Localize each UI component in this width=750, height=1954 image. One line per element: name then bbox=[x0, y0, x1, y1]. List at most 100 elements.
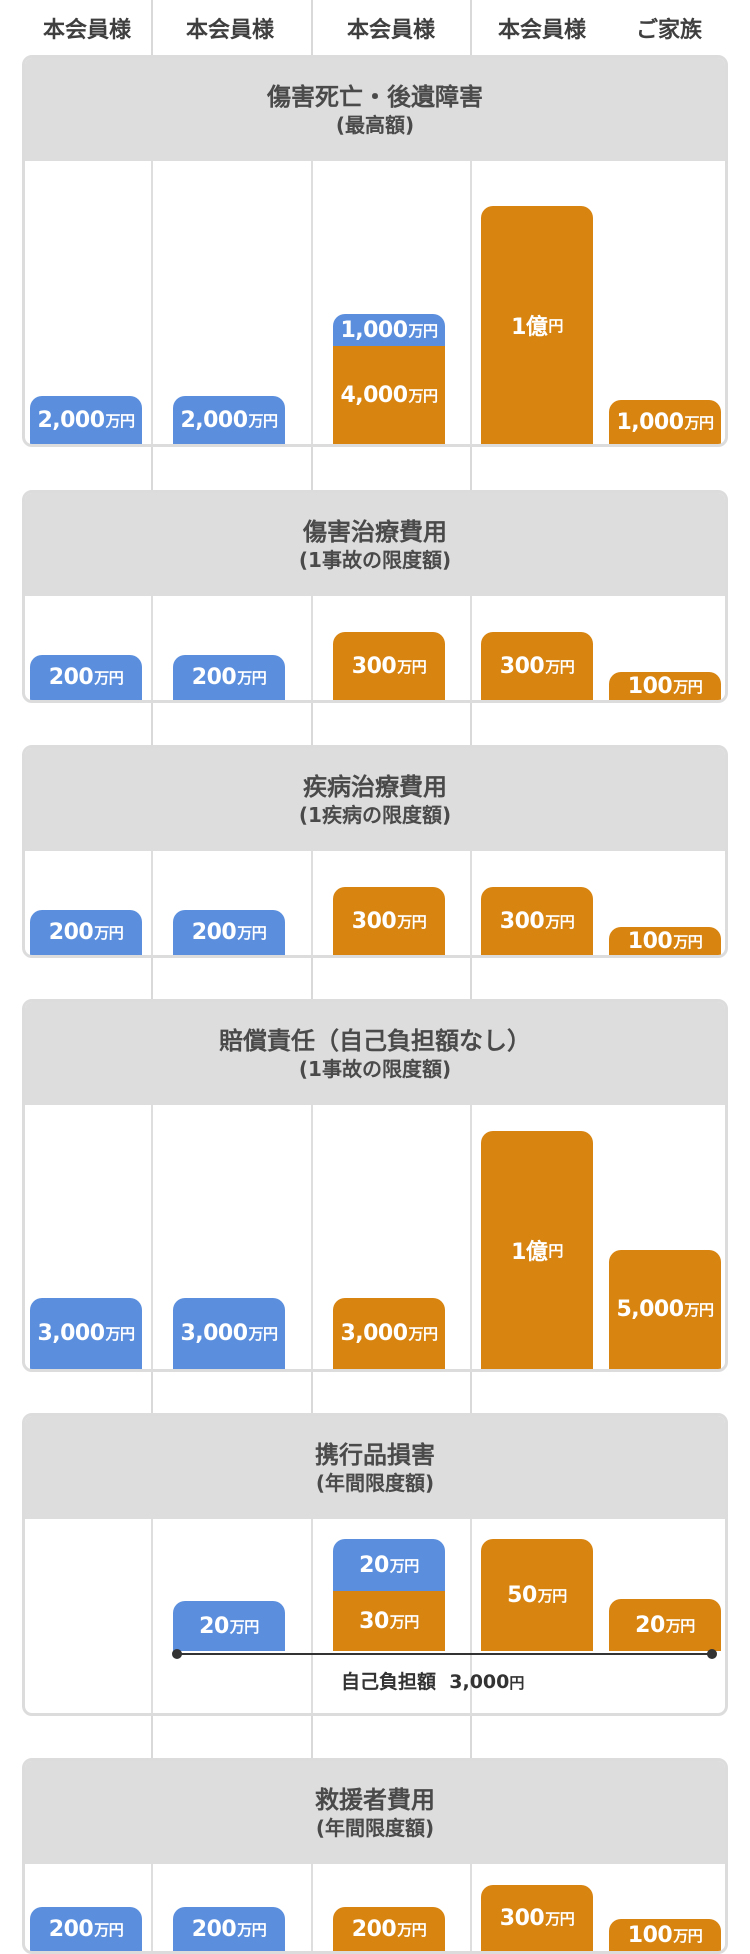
bar-unit-label: 万円 bbox=[665, 1616, 696, 1635]
section-header: 賠償責任（自己負担額なし）(1事故の限度額) bbox=[25, 1002, 725, 1105]
bar-unit-label: 万円 bbox=[545, 657, 575, 676]
column-divider bbox=[470, 1105, 472, 1369]
bar-value-label: 20 bbox=[199, 1613, 229, 1639]
column-divider bbox=[151, 0, 153, 1954]
bar-unit-label: 万円 bbox=[545, 912, 575, 931]
column-header: 本会員様 bbox=[497, 18, 586, 43]
column-divider bbox=[311, 0, 313, 1954]
bar-unit-label: 万円 bbox=[397, 657, 427, 676]
bar-value-label: 50 bbox=[507, 1582, 537, 1608]
bar-unit-label: 万円 bbox=[397, 912, 427, 931]
bar-value-label: 200 bbox=[48, 919, 94, 945]
bar-value-label: 200 bbox=[191, 1916, 237, 1942]
bar-value-label: 1億 bbox=[511, 1240, 548, 1265]
column-header: ご家族 bbox=[635, 18, 702, 43]
bar-segment: 1億円 bbox=[481, 206, 593, 444]
bar: 1億円 bbox=[481, 206, 593, 444]
section-title: 賠償責任（自己負担額なし） bbox=[219, 1026, 531, 1055]
section-title: 傷害治療費用 bbox=[303, 517, 447, 546]
section-subtitle: (1事故の限度額) bbox=[298, 1056, 452, 1081]
section-header: 疾病治療費用(1疾病の限度額) bbox=[25, 748, 725, 851]
section-title: 疾病治療費用 bbox=[303, 772, 447, 801]
column-divider bbox=[311, 1105, 313, 1369]
deductible-label: 自己負担額 3,000円 bbox=[341, 1667, 524, 1694]
bar-value-label: 5,000 bbox=[616, 1297, 684, 1322]
deductible-text: 自己負担額 bbox=[341, 1671, 437, 1693]
bar-unit-label: 万円 bbox=[684, 413, 715, 432]
bar-unit-label: 万円 bbox=[237, 1920, 267, 1939]
bar-value-label: 100 bbox=[627, 673, 673, 699]
column-divider bbox=[311, 851, 313, 955]
bar: 1億円 bbox=[481, 1131, 593, 1369]
bar-value-label: 4,000 bbox=[340, 382, 408, 408]
section-title: 携行品損害 bbox=[315, 1440, 435, 1469]
bar-value-label: 200 bbox=[48, 664, 94, 690]
column-divider bbox=[311, 596, 313, 700]
bar-unit-label: 万円 bbox=[545, 1909, 575, 1928]
bar-value-label: 1億 bbox=[511, 315, 548, 340]
section-subtitle: (年間限度額) bbox=[315, 1470, 435, 1495]
bar-unit-label: 万円 bbox=[673, 932, 703, 951]
deductible-amount: 3,000 bbox=[449, 1671, 510, 1693]
bar-segment: 1億円 bbox=[481, 1131, 593, 1369]
bar-value-label: 200 bbox=[191, 664, 237, 690]
bar-unit-label: 万円 bbox=[105, 411, 136, 430]
bar-value-label: 300 bbox=[499, 908, 545, 934]
column-header: 本会員様 bbox=[185, 18, 274, 43]
column-divider bbox=[470, 596, 472, 700]
bar-unit-label: 万円 bbox=[397, 1920, 427, 1939]
deductible-range-line bbox=[177, 1653, 712, 1655]
bar-unit-label: 万円 bbox=[408, 321, 439, 340]
bar-value-label: 200 bbox=[48, 1916, 94, 1942]
bar-value-label: 1,000 bbox=[340, 317, 408, 343]
bar-unit-label: 万円 bbox=[389, 1556, 420, 1575]
column-divider bbox=[311, 1519, 313, 1713]
bar-unit-label: 万円 bbox=[94, 923, 124, 942]
bar-value-label: 3,000 bbox=[340, 1320, 408, 1346]
bar-unit-label: 万円 bbox=[408, 386, 439, 405]
bar-value-label: 100 bbox=[627, 1922, 673, 1948]
bar-value-label: 200 bbox=[191, 919, 237, 945]
bar-unit-label: 万円 bbox=[389, 1612, 420, 1631]
bar-unit-label: 万円 bbox=[673, 677, 703, 696]
column-divider bbox=[470, 161, 472, 444]
